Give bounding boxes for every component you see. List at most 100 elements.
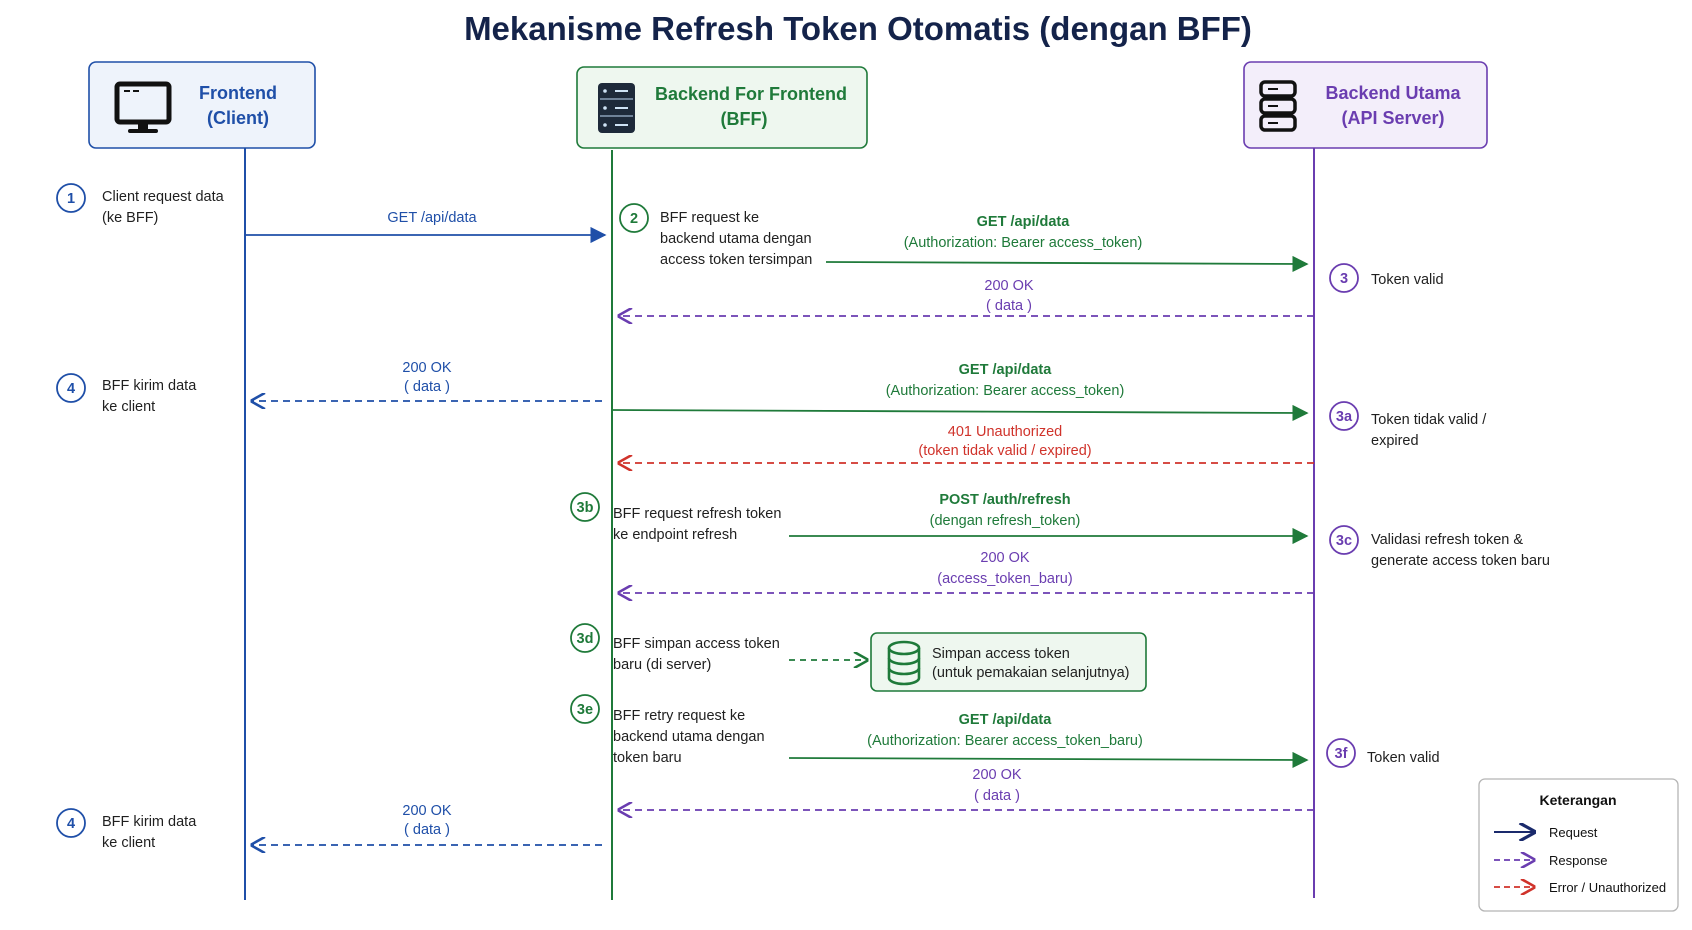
actor-frontend-box [88, 61, 316, 149]
message-sublabel: ( data ) [404, 822, 450, 838]
storage-sublabel: (untuk pemakaian selanjutnya) [932, 665, 1129, 681]
message-sublabel: ( data ) [974, 788, 1020, 804]
message-get-api-data-new-token: GET /api/data (Authorization: Bearer acc… [788, 712, 1309, 769]
actor-api-box [1243, 61, 1488, 149]
diagram-title: Mekanisme Refresh Token Otomatis (dengan… [464, 10, 1252, 47]
step-note: access token tersimpan [660, 252, 812, 268]
step-3c: 3c Validasi refresh token & generate acc… [1329, 525, 1550, 569]
server-stack-icon [1259, 80, 1297, 132]
storage-label: Simpan access token [932, 646, 1070, 662]
message-label: 200 OK [972, 767, 1021, 783]
message-sublabel: (token tidak valid / expired) [918, 443, 1091, 459]
message-label: 200 OK [402, 803, 451, 819]
step-badge: 3a [1336, 409, 1353, 425]
actor-bff: Backend For Frontend (BFF) [576, 66, 868, 149]
step-4-second: 4 BFF kirim data ke client [56, 808, 197, 851]
message-label: 200 OK [984, 278, 1033, 294]
step-badge: 3d [577, 631, 594, 647]
server-rack-icon [598, 83, 635, 133]
message-post-auth-refresh: POST /auth/refresh (dengan refresh_token… [789, 492, 1309, 545]
step-note: BFF kirim data [102, 814, 197, 830]
message-label: GET /api/data [977, 214, 1071, 230]
message-sublabel: (access_token_baru) [937, 571, 1072, 587]
step-badge: 4 [67, 381, 75, 397]
step-note: ke client [102, 835, 155, 851]
message-label: 200 OK [402, 360, 451, 376]
message-sublabel: ( data ) [404, 379, 450, 395]
monitor-icon [114, 81, 172, 133]
step-note: BFF request ke [660, 210, 759, 226]
step-note: backend utama dengan [660, 231, 812, 247]
step-badge: 2 [630, 211, 638, 227]
step-note: BFF retry request ke [613, 708, 745, 724]
step-3a: 3a Token tidak valid / expired [1329, 401, 1487, 449]
actor-frontend: Frontend (Client) [88, 61, 316, 149]
legend-item-response: Response [1549, 853, 1608, 868]
step-badge: 3c [1336, 533, 1352, 549]
message-sublabel: ( data ) [986, 298, 1032, 314]
message-200-ok-bff-to-frontend: 200 OK ( data ) [252, 360, 602, 401]
step-badge: 4 [67, 816, 75, 832]
step-note: (ke BFF) [102, 210, 158, 226]
step-note: Token valid [1371, 272, 1444, 288]
message-200-ok-final: 200 OK ( data ) [252, 803, 602, 845]
message-label: GET /api/data [387, 210, 477, 226]
message-200-ok-retry: 200 OK ( data ) [619, 767, 1314, 810]
step-note: Client request data [102, 189, 225, 205]
actor-bff-name: Backend For Frontend [655, 84, 847, 104]
actor-frontend-subtitle: (Client) [207, 108, 269, 128]
message-401-unauthorized: 401 Unauthorized (token tidak valid / ex… [619, 424, 1314, 463]
message-get-api-data-bearer: GET /api/data (Authorization: Bearer acc… [825, 214, 1309, 273]
step-badge: 3f [1335, 746, 1348, 762]
step-3f: 3f Token valid [1326, 738, 1440, 768]
step-4-first: 4 BFF kirim data ke client [56, 373, 197, 415]
actor-api-subtitle: (API Server) [1341, 108, 1444, 128]
message-label: GET /api/data [959, 362, 1053, 378]
step-note: generate access token baru [1371, 553, 1550, 569]
step-2: 2 BFF request ke backend utama dengan ac… [619, 203, 812, 268]
message-label: 401 Unauthorized [948, 424, 1062, 440]
step-note: ke endpoint refresh [613, 527, 737, 543]
step-badge: 3 [1340, 271, 1348, 287]
message-label: 200 OK [980, 550, 1029, 566]
actor-api-name: Backend Utama [1325, 83, 1461, 103]
actor-bff-box [576, 66, 868, 149]
step-note: BFF simpan access token [613, 636, 780, 652]
step-note: baru (di server) [613, 657, 711, 673]
message-label: GET /api/data [959, 712, 1053, 728]
message-200-ok-new-token: 200 OK (access_token_baru) [619, 550, 1314, 593]
legend-item-request: Request [1549, 825, 1598, 840]
message-sublabel: (Authorization: Bearer access_token) [886, 383, 1125, 399]
step-3d: 3d BFF simpan access token baru (di serv… [570, 623, 780, 673]
step-3b: 3b BFF request refresh token ke endpoint… [570, 492, 781, 543]
message-sublabel: (Authorization: Bearer access_token_baru… [867, 733, 1143, 749]
step-3e: 3e BFF retry request ke backend utama de… [570, 694, 765, 766]
step-note: token baru [613, 750, 682, 766]
step-note: Validasi refresh token & [1371, 532, 1523, 548]
step-note: Token valid [1367, 750, 1440, 766]
step-badge: 1 [67, 191, 75, 207]
step-note: BFF kirim data [102, 378, 197, 394]
step-1: 1 Client request data (ke BFF) [56, 183, 225, 226]
actor-frontend-name: Frontend [199, 83, 277, 103]
token-storage-box: Simpan access token (untuk pemakaian sel… [870, 632, 1147, 692]
message-get-api-data-bearer-retry-check: GET /api/data (Authorization: Bearer acc… [611, 362, 1309, 422]
message-get-api-data-frontend: GET /api/data [245, 210, 607, 244]
actor-bff-subtitle: (BFF) [721, 109, 768, 129]
step-3: 3 Token valid [1329, 263, 1444, 293]
actor-api: Backend Utama (API Server) [1243, 61, 1488, 149]
legend-title: Keterangan [1539, 792, 1616, 808]
step-badge: 3e [577, 702, 593, 718]
database-icon [887, 640, 921, 686]
step-note: ke client [102, 399, 155, 415]
step-badge: 3b [577, 500, 594, 516]
message-200-ok-api-to-bff: 200 OK ( data ) [619, 278, 1314, 316]
step-note: BFF request refresh token [613, 506, 781, 522]
legend: Keterangan Request Response Error / Unau… [1478, 778, 1679, 912]
step-note: expired [1371, 433, 1419, 449]
step-note: Token tidak valid / [1371, 412, 1487, 428]
message-label: POST /auth/refresh [939, 492, 1070, 508]
message-sublabel: (Authorization: Bearer access_token) [904, 235, 1143, 251]
step-note: backend utama dengan [613, 729, 765, 745]
